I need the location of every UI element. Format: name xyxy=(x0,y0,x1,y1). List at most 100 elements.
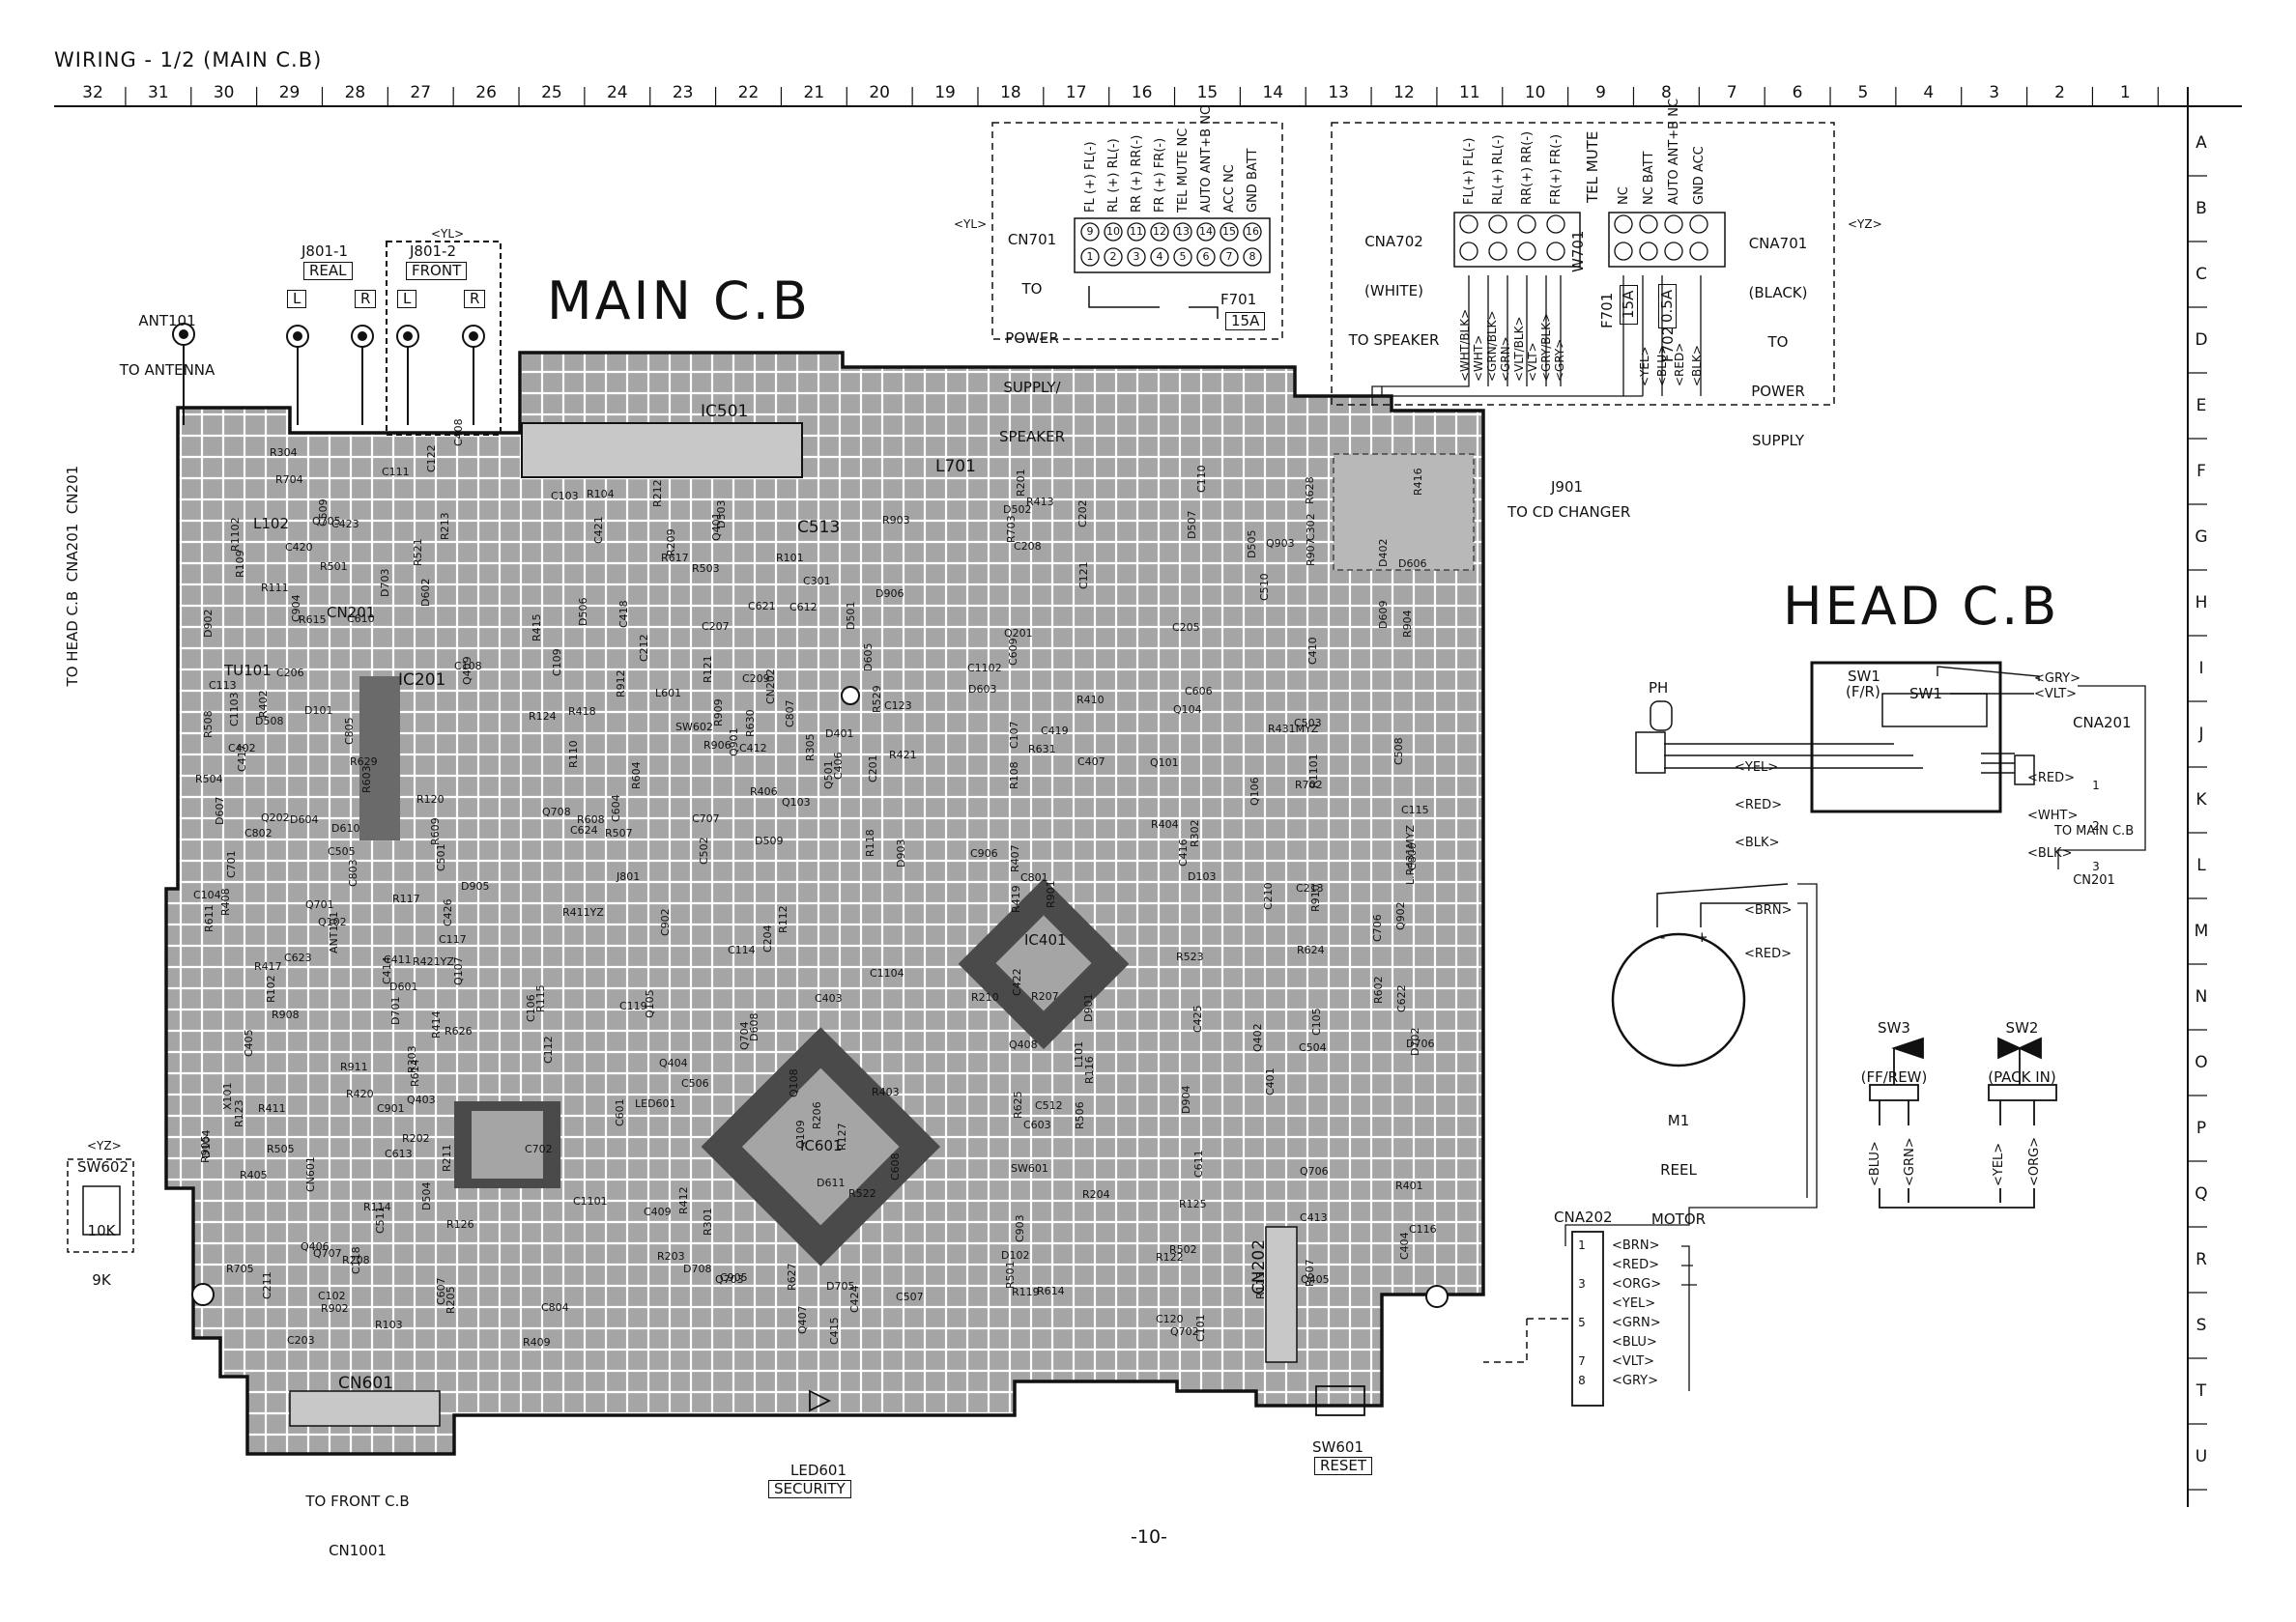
sw602-value-10k: 10K xyxy=(87,1222,116,1239)
component-label: C905 xyxy=(720,1271,748,1284)
cna202-connector xyxy=(1483,1231,1697,1407)
component-label: D506 xyxy=(577,597,589,626)
cn601-connector xyxy=(289,1390,441,1427)
component-label: C416 xyxy=(1177,839,1190,867)
cna202-pin-number: 8 xyxy=(1578,1374,1586,1387)
ant101-label: ANT101 TO ANTENNA xyxy=(114,280,220,395)
component-label: C604 xyxy=(610,794,622,822)
cna701-line-4: POWER xyxy=(1751,383,1805,400)
cna202-wire-label: <BRN> xyxy=(1612,1238,1660,1253)
cn701-pin xyxy=(1173,222,1192,242)
component-label: Q201 xyxy=(1004,627,1033,640)
row-letter: R xyxy=(2196,1250,2207,1269)
cn701-pin xyxy=(1243,247,1262,267)
component-label: D904 xyxy=(1180,1085,1192,1114)
component-label: R608 xyxy=(577,813,605,826)
m1-text: M1 xyxy=(1667,1112,1690,1129)
component-label: R412 xyxy=(677,1186,690,1214)
component-label: R404 xyxy=(1151,818,1179,831)
cna201-pins: 1 2 3 xyxy=(2089,752,2103,887)
reel-motor xyxy=(1564,883,1818,1246)
component-label: R109 xyxy=(234,550,246,578)
component-label: C807 xyxy=(784,699,796,727)
yl-tag-cn701: <YL> xyxy=(954,217,988,231)
row-letter: C xyxy=(2196,265,2207,284)
component-label: R614 xyxy=(1037,1285,1065,1297)
cn701-label: CN701 TO POWER SUPPLY/ SPEAKER xyxy=(993,199,1071,462)
component-label: C405 xyxy=(243,1029,255,1057)
cna201-wire-blk: <BLK> xyxy=(2027,846,2073,861)
component-label: C207 xyxy=(702,620,730,633)
cna202-wire-label: <BLU> xyxy=(1612,1335,1657,1350)
row-letter: E xyxy=(2196,396,2207,415)
component-label: R420 xyxy=(346,1088,374,1100)
row-letter: O xyxy=(2195,1053,2208,1072)
component-label: R213 xyxy=(439,512,451,540)
cna201-wires: <RED> <WHT> <BLK> xyxy=(2027,747,2078,872)
component-label: C403 xyxy=(815,992,843,1005)
component-label: C117 xyxy=(439,933,467,946)
component-label: R118 xyxy=(864,829,876,857)
component-label: R409 xyxy=(523,1336,551,1349)
cn701-pin-number: 12 xyxy=(1153,225,1166,238)
component-label: R407 xyxy=(1009,844,1021,872)
component-label: Q102 xyxy=(318,916,347,928)
component-label: R116 xyxy=(1083,1056,1096,1084)
cna201-pin-3: 3 xyxy=(2092,860,2100,873)
component-label: Q109 xyxy=(794,1120,807,1149)
component-label: D610 xyxy=(331,822,360,835)
motor-wire-red: <RED> xyxy=(1744,947,1793,961)
component-label: R903 xyxy=(882,514,910,526)
cn701-pin xyxy=(1220,247,1239,267)
cna202-wire-label: <VLT> xyxy=(1612,1354,1655,1369)
component-label: R904 xyxy=(1401,610,1414,638)
to-main-cb-text: TO MAIN C.B xyxy=(2053,824,2135,839)
component-label: C608 xyxy=(889,1152,902,1181)
component-label: C205 xyxy=(1172,621,1200,634)
cna702-line-2: (WHITE) xyxy=(1364,282,1423,299)
component-label: R210 xyxy=(971,991,999,1004)
component-label: C506 xyxy=(681,1077,709,1090)
component-label: R119 xyxy=(1012,1286,1040,1298)
column-number: 5 xyxy=(1857,83,1869,102)
component-label: C423 xyxy=(331,518,359,530)
cna701-pin-label: NC xyxy=(1617,186,1631,205)
component-label: C410 xyxy=(1306,637,1319,665)
component-label: Q405 xyxy=(1301,1273,1330,1286)
component-label: R303 xyxy=(406,1045,418,1073)
component-label: R405 xyxy=(240,1169,268,1181)
component-label: D102 xyxy=(1001,1249,1030,1262)
component-label: Q202 xyxy=(261,811,290,824)
component-label: C115 xyxy=(1401,804,1429,816)
cn701-line-3: POWER xyxy=(1005,329,1059,347)
component-label: Q407 xyxy=(796,1305,809,1334)
cn701-pin xyxy=(1080,247,1100,267)
row-letter: J xyxy=(2198,725,2204,744)
component-label: C1103 xyxy=(228,692,241,726)
cna701-pin xyxy=(1639,242,1658,261)
component-label: C624 xyxy=(570,824,598,837)
cna702-pin xyxy=(1459,242,1478,261)
component-label: C409 xyxy=(644,1206,672,1218)
cna701-line-5: SUPPLY xyxy=(1751,432,1805,449)
to-cd-changer: TO CD CHANGER xyxy=(1507,503,1631,521)
component-label: R912 xyxy=(615,669,627,697)
f702-value: 0.5A xyxy=(1658,283,1677,328)
column-number: 16 xyxy=(1131,83,1153,102)
component-label: Q108 xyxy=(788,1068,800,1097)
column-number: 3 xyxy=(1989,83,2000,102)
component-label: D901 xyxy=(1082,993,1095,1022)
head-wire-red: <RED> xyxy=(1735,798,1783,812)
led601-label: LED601 xyxy=(790,1462,847,1479)
component-label: C707 xyxy=(692,812,720,825)
component-label: R630 xyxy=(744,709,757,737)
component-label: J801 xyxy=(617,870,641,883)
component-label: R602 xyxy=(1372,976,1385,1004)
component-label: R304 xyxy=(270,446,298,459)
cna701-label: CNA701 (BLACK) TO POWER SUPPLY xyxy=(1730,203,1826,466)
cn701-pin-number: 16 xyxy=(1246,225,1259,238)
component-label: C301 xyxy=(803,575,831,587)
cn701-pin-number: 3 xyxy=(1133,250,1140,263)
ic601-chip xyxy=(701,1027,941,1266)
component-label: R127 xyxy=(836,1123,848,1151)
